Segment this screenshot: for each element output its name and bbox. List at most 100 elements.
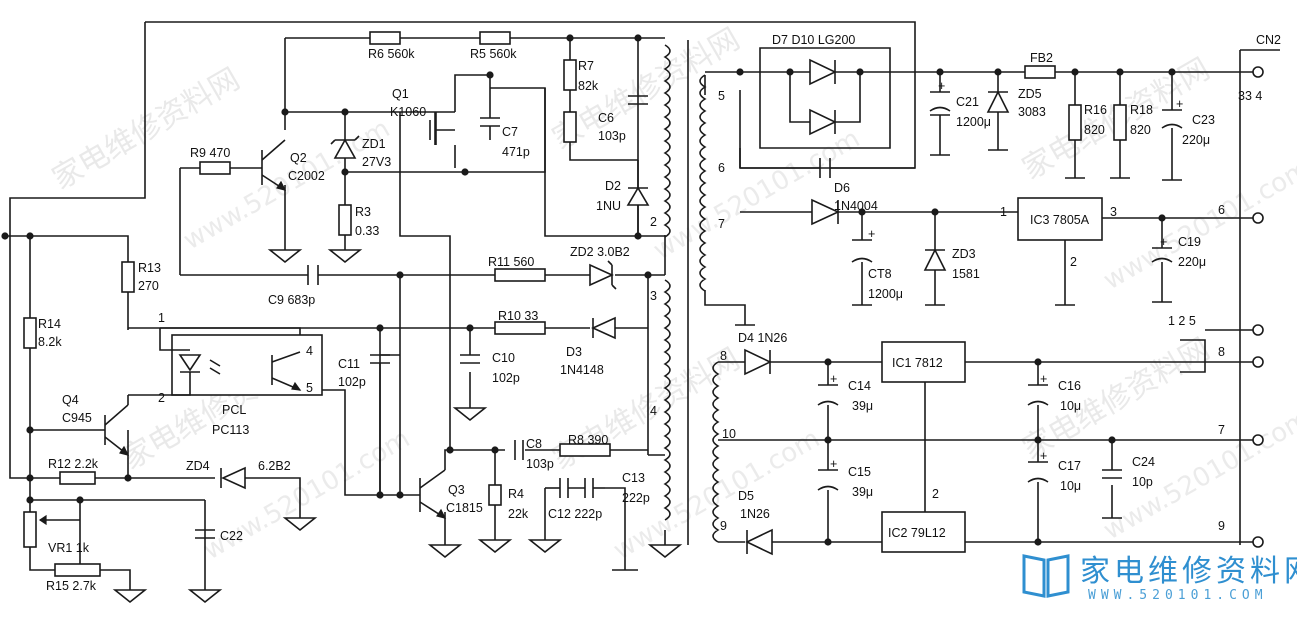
zener-zd4 — [220, 466, 246, 490]
pin-label: 3 — [650, 289, 657, 303]
label-d4: D4 1N26 — [738, 331, 787, 345]
pin-label: 6 — [1218, 203, 1225, 217]
label-c24-value: 10p — [1132, 475, 1153, 489]
pin-label: 10 — [722, 427, 736, 441]
label-c8-value: 103p — [526, 457, 554, 471]
label-d6: D6 — [834, 181, 850, 195]
label-c22: C22 — [220, 529, 243, 543]
capacitor-c6 — [628, 95, 648, 105]
label-zd5-value: 3083 — [1018, 105, 1046, 119]
label-r13-value: 270 — [138, 279, 159, 293]
transistor-q2 — [261, 139, 287, 191]
label-zd3-value: 1581 — [952, 267, 980, 281]
label-c14: C14 — [848, 379, 871, 393]
resistor-r8 — [559, 443, 611, 457]
resistor-r13 — [121, 261, 135, 293]
transistor-q3 — [419, 449, 450, 519]
ic1-7812 — [881, 341, 966, 383]
label-c6: C6 — [598, 111, 614, 125]
resistor-r10 — [494, 321, 546, 335]
svg-text:+: + — [1040, 449, 1047, 463]
watermark-site: www.520101.com — [1099, 404, 1297, 546]
watermark-text: 家电维修资料网 — [47, 62, 246, 197]
zener-zd5 — [986, 90, 1010, 113]
label-r14: R14 — [38, 317, 61, 331]
ferrite-fb2 — [1024, 65, 1056, 79]
label-r14-value: 8.2k — [38, 335, 62, 349]
capacitor-c-d7 — [819, 158, 831, 178]
label-q3-value: C1815 — [446, 501, 483, 515]
capacitor-c15: + — [817, 457, 839, 491]
label-q2-value: C2002 — [288, 169, 325, 183]
transformer — [663, 40, 720, 545]
label-c9: C9 683p — [268, 293, 315, 307]
resistor-r4 — [488, 484, 502, 506]
capacitor-c14: + — [817, 372, 839, 406]
capacitor-c17: + — [1027, 449, 1049, 483]
label-q4-value: C945 — [62, 411, 92, 425]
capacitor-c21: + — [929, 79, 951, 116]
capacitor-c24 — [1102, 469, 1122, 479]
pin-label: 6 — [718, 161, 725, 175]
ic3-7805a — [1017, 197, 1103, 241]
capacitor-c12 — [559, 478, 585, 498]
resistor-r11 — [494, 268, 546, 282]
label-c16-value: 10μ — [1060, 399, 1081, 413]
resistor-r18 — [1113, 104, 1127, 141]
diode-d6 — [790, 198, 840, 226]
pin-labels: 1 2 4 5 2 3 4 5 6 7 8 10 9 1 3 2 2 6 1 2… — [158, 89, 1225, 533]
resistor-r7 — [563, 59, 577, 143]
diode-d4 — [735, 324, 772, 376]
zener-zd3 — [923, 248, 947, 271]
book-icon — [1022, 554, 1070, 598]
diode-d7 — [809, 58, 837, 86]
label-d6-value: 1N4004 — [834, 199, 878, 213]
label-c11: C11 — [338, 357, 360, 371]
watermark-text: 家电维修资料网 — [1017, 332, 1216, 467]
resistor-r9 — [199, 161, 231, 175]
label-fb2: FB2 — [1030, 51, 1053, 65]
resistor-r16 — [1068, 104, 1082, 141]
pin-label: 2 — [1070, 255, 1077, 269]
diode-d2 — [626, 160, 650, 236]
pin-label: 2 — [158, 391, 165, 405]
label-c23-value: 220μ — [1182, 133, 1210, 147]
label-d5: D5 — [738, 489, 754, 503]
watermark-site: www.520101.com — [649, 124, 866, 266]
label-d5-value: 1N26 — [740, 507, 770, 521]
label-d3: D3 — [566, 345, 582, 359]
label-c23: C23 — [1192, 113, 1215, 127]
label-pcl: PCL — [222, 403, 246, 417]
label-d2-value: 1NU — [596, 199, 621, 213]
label-q1: Q1 — [392, 87, 409, 101]
label-r7: R7 — [578, 59, 594, 73]
label-c6-value: 103p — [598, 129, 626, 143]
label-r10: R10 33 — [498, 309, 538, 323]
pin-label: 9 — [720, 519, 727, 533]
pin-label: 4 — [650, 404, 657, 418]
label-r9: R9 470 — [190, 146, 230, 160]
capacitor-c13 — [584, 478, 605, 498]
label-d2: D2 — [605, 179, 621, 193]
pin-label: 1 2 5 — [1168, 314, 1196, 328]
pin-label: 2 — [650, 215, 657, 229]
site-logo: 家电维修资料网 WWW.520101.COM — [1018, 544, 1297, 614]
label-ct8: CT8 — [868, 267, 892, 281]
label-q4: Q4 — [62, 393, 79, 407]
watermark-site: www.520101.com — [1099, 154, 1297, 296]
label-c15-value: 39μ — [852, 485, 873, 499]
capacitor-c11 — [370, 354, 390, 495]
pin-label: 7 — [1218, 423, 1225, 437]
label-zd4: ZD4 — [186, 459, 210, 473]
logo-site: WWW.520101.COM — [1088, 588, 1268, 603]
label-zd2: ZD2 3.0B2 — [570, 245, 630, 259]
capacitor-c10 — [460, 354, 480, 364]
svg-text:+: + — [830, 457, 837, 471]
label-d7-d10: D7 D10 LG200 — [772, 33, 855, 47]
pin-label: 5 — [306, 381, 313, 395]
junction-dots — [1, 34, 1176, 546]
svg-text:+: + — [1160, 235, 1167, 249]
label-r5: R5 560k — [470, 47, 517, 61]
label-c21: C21 — [956, 95, 979, 109]
